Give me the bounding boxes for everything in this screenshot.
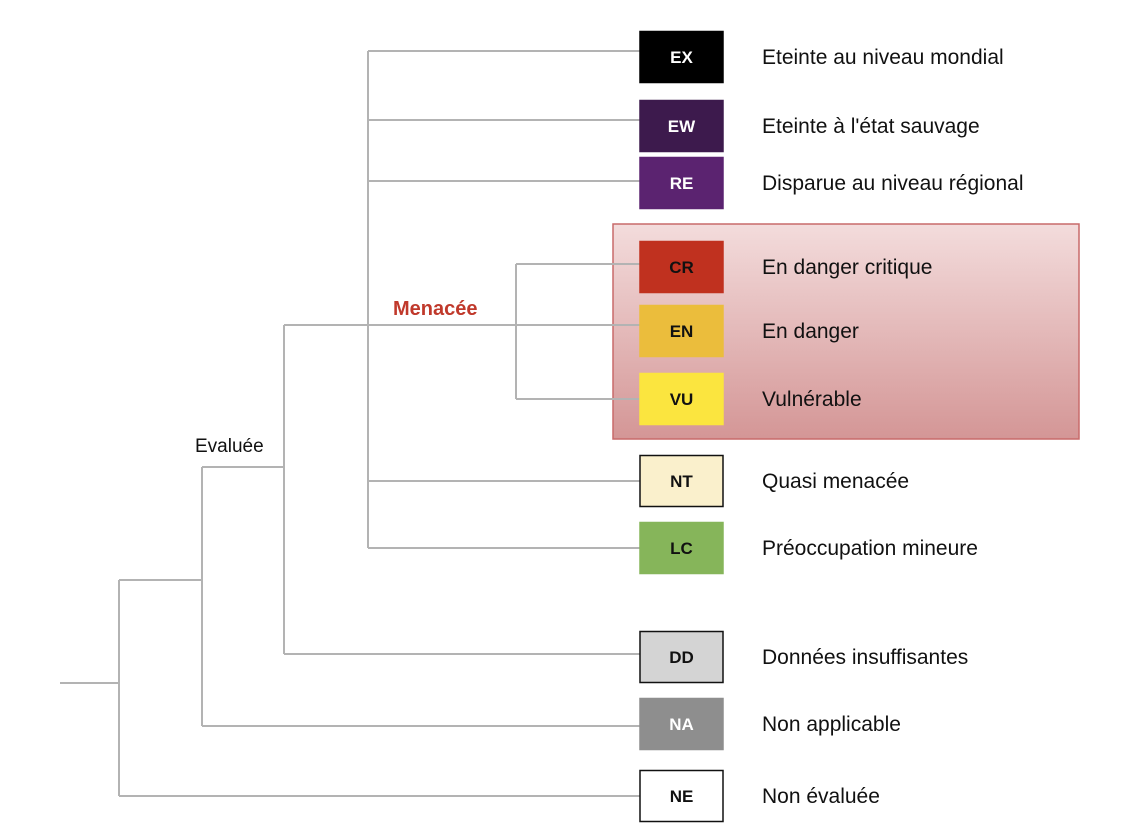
category-badge-na xyxy=(639,697,724,751)
category-badge-cr xyxy=(639,240,724,294)
category-label-na: Non applicable xyxy=(762,713,901,736)
category-code-en: EN xyxy=(670,322,694,341)
category-row-cr: CR En danger critique xyxy=(639,240,932,294)
category-label-nt: Quasi menacée xyxy=(762,470,909,493)
category-label-ew: Eteinte à l'état sauvage xyxy=(762,115,980,138)
category-badge-vu xyxy=(639,372,724,426)
category-code-nt: NT xyxy=(670,472,693,491)
category-row-re: RE Disparue au niveau régional xyxy=(639,156,1024,210)
category-row-ex: EX Eteinte au niveau mondial xyxy=(639,30,1004,84)
category-badge-dd xyxy=(639,630,724,684)
evaluee-label: Evaluée xyxy=(195,436,264,457)
category-code-ew: EW xyxy=(668,117,696,136)
category-code-lc: LC xyxy=(670,539,693,558)
category-code-re: RE xyxy=(670,174,694,193)
category-row-lc: LC Préoccupation mineure xyxy=(639,521,978,575)
category-badge-ex xyxy=(639,30,724,84)
category-label-re: Disparue au niveau régional xyxy=(762,172,1024,195)
category-code-dd: DD xyxy=(669,648,694,667)
category-row-ew: EW Eteinte à l'état sauvage xyxy=(639,99,980,153)
category-label-lc: Préoccupation mineure xyxy=(762,537,978,560)
category-badge-ew xyxy=(639,99,724,153)
category-label-vu: Vulnérable xyxy=(762,388,862,411)
category-label-cr: En danger critique xyxy=(762,256,932,279)
menacee-label: Menacée xyxy=(393,298,478,320)
category-label-ex: Eteinte au niveau mondial xyxy=(762,46,1004,69)
category-badge-en xyxy=(639,304,724,358)
category-badge-nt xyxy=(639,454,724,508)
category-row-na: NA Non applicable xyxy=(639,697,901,751)
category-code-ne: NE xyxy=(670,787,694,806)
category-badge-re xyxy=(639,156,724,210)
category-row-vu: VU Vulnérable xyxy=(639,372,862,426)
category-row-en: EN En danger xyxy=(639,304,859,358)
category-label-dd: Données insuffisantes xyxy=(762,646,968,669)
category-row-nt: NT Quasi menacée xyxy=(639,454,909,508)
category-code-vu: VU xyxy=(670,390,694,409)
category-row-dd: DD Données insuffisantes xyxy=(639,630,968,684)
tree-connectors xyxy=(60,50,640,797)
category-row-ne: NE Non évaluée xyxy=(639,769,880,823)
category-code-cr: CR xyxy=(669,258,694,277)
category-badge-lc xyxy=(639,521,724,575)
category-code-na: NA xyxy=(669,715,694,734)
category-badge-ne xyxy=(639,769,724,823)
category-label-ne: Non évaluée xyxy=(762,785,880,808)
category-code-ex: EX xyxy=(670,48,693,67)
category-label-en: En danger xyxy=(762,320,859,343)
